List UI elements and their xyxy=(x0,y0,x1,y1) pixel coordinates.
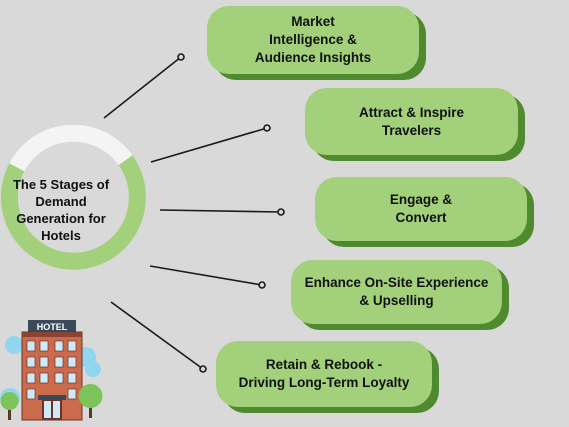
tree-icon xyxy=(0,384,103,420)
connector-line-2 xyxy=(150,127,268,163)
center-title: The 5 Stages of Demand Generation for Ho… xyxy=(12,177,110,243)
center-ring xyxy=(0,124,146,270)
connector-line-1 xyxy=(103,56,182,119)
hotel-building-icon: HOTEL xyxy=(0,320,101,421)
connector-line-5 xyxy=(110,301,204,370)
stage-3-box: Engage & Convert xyxy=(315,177,527,241)
connector-dot-3 xyxy=(277,208,285,216)
ring-segment-green xyxy=(0,155,146,270)
connector-line-3 xyxy=(159,209,282,213)
connector-dot-2 xyxy=(263,124,271,132)
stage-1-box: Market Intelligence & Audience Insights xyxy=(207,6,419,74)
connector-dot-4 xyxy=(258,281,266,289)
connector-dot-1 xyxy=(177,53,185,61)
stage-4-box: Enhance On-Site Experience & Upselling xyxy=(291,260,502,324)
stage-5-box: Retain & Rebook - Driving Long-Term Loya… xyxy=(216,341,432,407)
hotel-sign-text: HOTEL xyxy=(37,322,68,332)
stage-2-box: Attract & Inspire Travelers xyxy=(305,88,518,155)
connector-dot-5 xyxy=(199,365,207,373)
ring-segment-light xyxy=(9,124,133,172)
connector-line-4 xyxy=(149,265,263,286)
